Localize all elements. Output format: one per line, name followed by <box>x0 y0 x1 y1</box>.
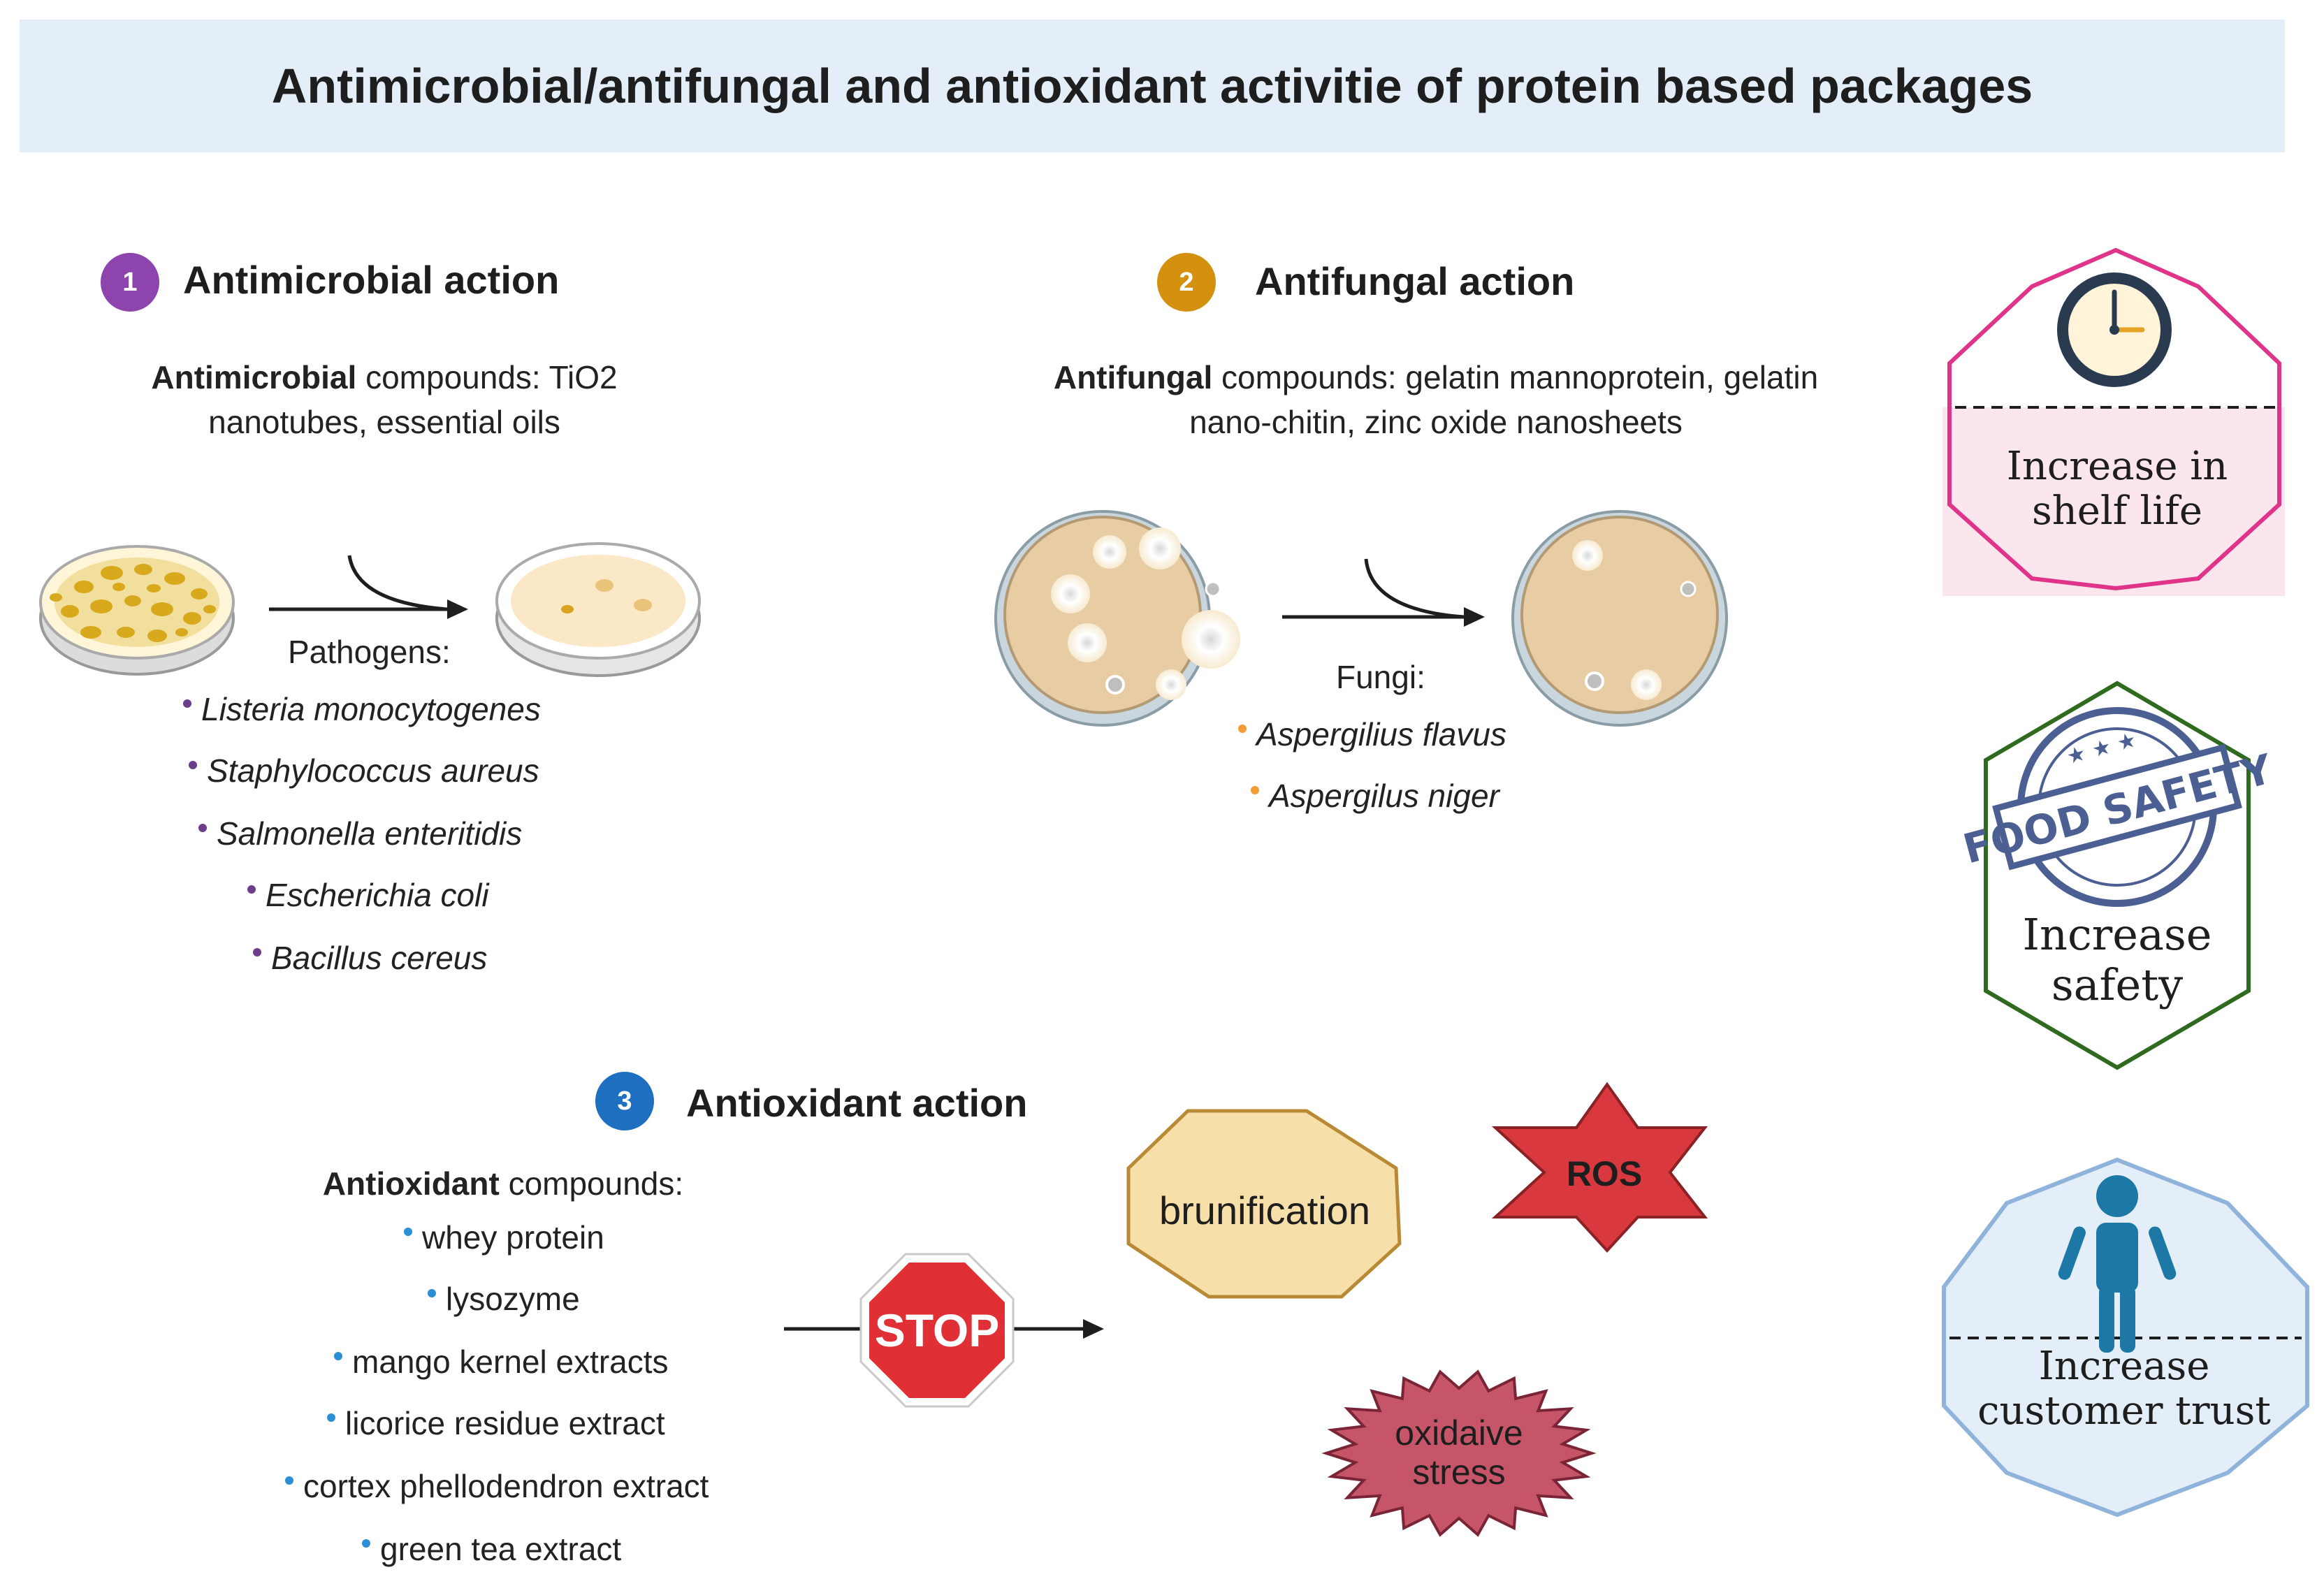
ros-label: ROS <box>1567 1154 1642 1193</box>
clock-icon <box>2057 272 2172 387</box>
list-item: cortex phellodendron extract <box>285 1467 709 1505</box>
list-item: Aspergilus niger <box>1251 777 1499 815</box>
antimicrobial-description: Antimicrobial compounds: TiO2 nanotubes,… <box>105 355 664 444</box>
oxidative-label-1: oxidaive <box>1395 1413 1523 1453</box>
pathogens-label: Pathogens: <box>288 634 451 670</box>
stop-sign-icon: STOP <box>859 1253 1015 1408</box>
list-item: whey protein <box>404 1218 604 1256</box>
list-item: lysozyme <box>428 1280 580 1318</box>
list-item: Staphylococcus aureus <box>189 752 539 790</box>
petri-dish-icon <box>39 545 235 676</box>
list-item: Listeria monocytogenes <box>183 690 541 728</box>
arrow-icon <box>269 555 468 619</box>
antifungal-desc-1: compounds: gelatin mannoprotein, gelatin <box>1212 359 1819 395</box>
page-title: Antimicrobial/antifungal and antioxidant… <box>271 59 2033 113</box>
antioxidant-desc-1: compounds: <box>499 1165 684 1202</box>
person-icon <box>2058 1175 2177 1353</box>
oxidative-stress-burst: oxidaive stress <box>1321 1369 1597 1537</box>
brunification-label: brunification <box>1159 1188 1370 1232</box>
list-item: licorice residue extract <box>327 1404 665 1442</box>
antifungal-description: Antifungal compounds: gelatin mannoprote… <box>1006 355 1866 444</box>
petri-dish-icon <box>1511 510 1728 727</box>
title-banner <box>20 20 2285 152</box>
petri-dish-icon <box>495 542 701 677</box>
antimicrobial-heading: Antimicrobial action <box>183 258 560 302</box>
antioxidant-bold: Antioxidant <box>322 1165 500 1202</box>
antioxidant-heading: Antioxidant action <box>686 1081 1028 1125</box>
antimicrobial-desc-1: compounds: TiO2 <box>356 359 618 395</box>
antimicrobial-desc-2: nanotubes, essential oils <box>208 404 560 440</box>
list-item: Salmonella enteritidis <box>198 815 522 852</box>
section-1-badge: 1 <box>98 250 162 314</box>
antifungal-desc-2: nano-chitin, zinc oxide nanosheets <box>1189 404 1683 440</box>
shelf-life-octagon <box>1942 247 2285 596</box>
stop-label: STOP <box>875 1304 1000 1356</box>
petri-dish-icon <box>994 510 1240 727</box>
list-item: green tea extract <box>362 1530 621 1568</box>
antimicrobial-bold: Antimicrobial <box>151 359 357 395</box>
arrow-icon <box>1282 558 1485 627</box>
oxidative-label-2: stress <box>1412 1453 1505 1492</box>
list-item: Aspergilius flavus <box>1238 715 1506 753</box>
antifungal-bold: Antifungal <box>1053 359 1213 395</box>
antioxidant-description: Antioxidant compounds: <box>293 1161 713 1206</box>
antifungal-heading: Antifungal action <box>1255 259 1575 303</box>
section-2-badge: 2 <box>1154 250 1219 314</box>
list-item: Escherichia coli <box>247 876 489 914</box>
brunification-octagon: brunification <box>1126 1109 1402 1299</box>
section-3-badge: 3 <box>593 1069 657 1133</box>
ros-star: ROS <box>1491 1082 1708 1253</box>
list-item: mango kernel extracts <box>334 1343 669 1381</box>
fungi-label: Fungi: <box>1336 659 1425 695</box>
list-item: Bacillus cereus <box>253 939 487 977</box>
